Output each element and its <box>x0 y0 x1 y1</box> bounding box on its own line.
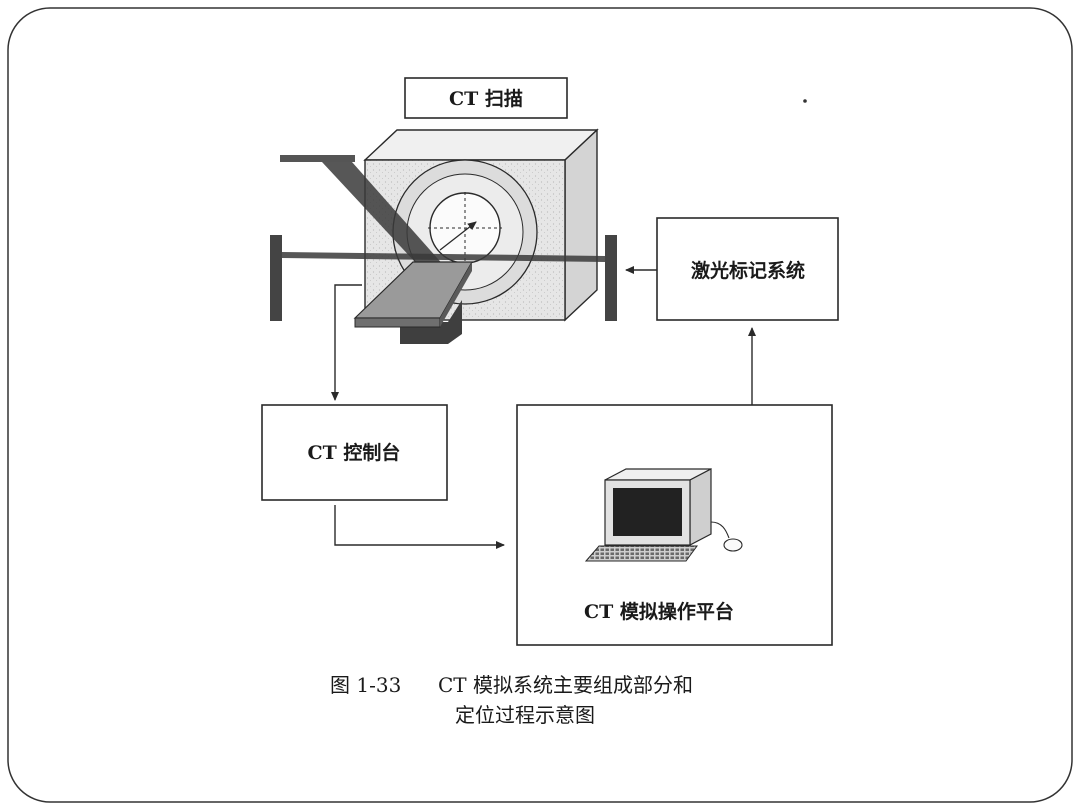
slide-frame <box>7 7 1073 803</box>
caption-line1: CT 模拟系统主要组成部分和 <box>438 673 693 697</box>
ct-console-box: CT 控制台 <box>261 404 448 501</box>
gantry-top-face <box>363 129 599 161</box>
top-laser-beam <box>322 162 446 276</box>
simulation-platform-box: CT 模拟操作平台 <box>516 404 833 646</box>
left-laser-bar <box>270 235 282 321</box>
arrow-console-to-platform <box>334 505 505 549</box>
ct-scan-box: CT 扫描 <box>404 77 568 119</box>
figure-caption: 图 1-33 CT 模拟系统主要组成部分和 定位过程示意图 <box>330 673 693 727</box>
horizontal-laser-beam <box>282 252 605 262</box>
mouse-cable <box>710 521 730 539</box>
ct-couch <box>353 261 474 344</box>
caption-line2: 定位过程示意图 <box>455 703 595 727</box>
caption-number: 图 1-33 <box>330 673 401 697</box>
computer-icon <box>584 468 743 562</box>
mouse <box>723 538 743 552</box>
laser-marking-box: 激光标记系统 <box>656 217 839 321</box>
top-laser-bar <box>280 155 355 162</box>
speck-dot <box>803 99 807 103</box>
ct-console-label: CT 控制台 <box>308 441 401 464</box>
couch-edge <box>354 317 441 328</box>
laser-marking-label: 激光标记系统 <box>691 259 805 282</box>
simulation-platform-label: CT 模拟操作平台 <box>584 600 734 623</box>
laser-system <box>270 155 617 321</box>
right-laser-bar <box>605 235 617 321</box>
monitor-screen <box>613 488 682 536</box>
arrow-gantry-to-console <box>331 284 362 401</box>
bore-pointer-arrow <box>439 221 477 251</box>
ct-scan-label: CT 扫描 <box>449 87 523 110</box>
gantry-side-face <box>564 128 598 322</box>
monitor-side <box>689 468 712 546</box>
couch-edge-side <box>440 262 472 327</box>
keyboard <box>584 545 698 562</box>
